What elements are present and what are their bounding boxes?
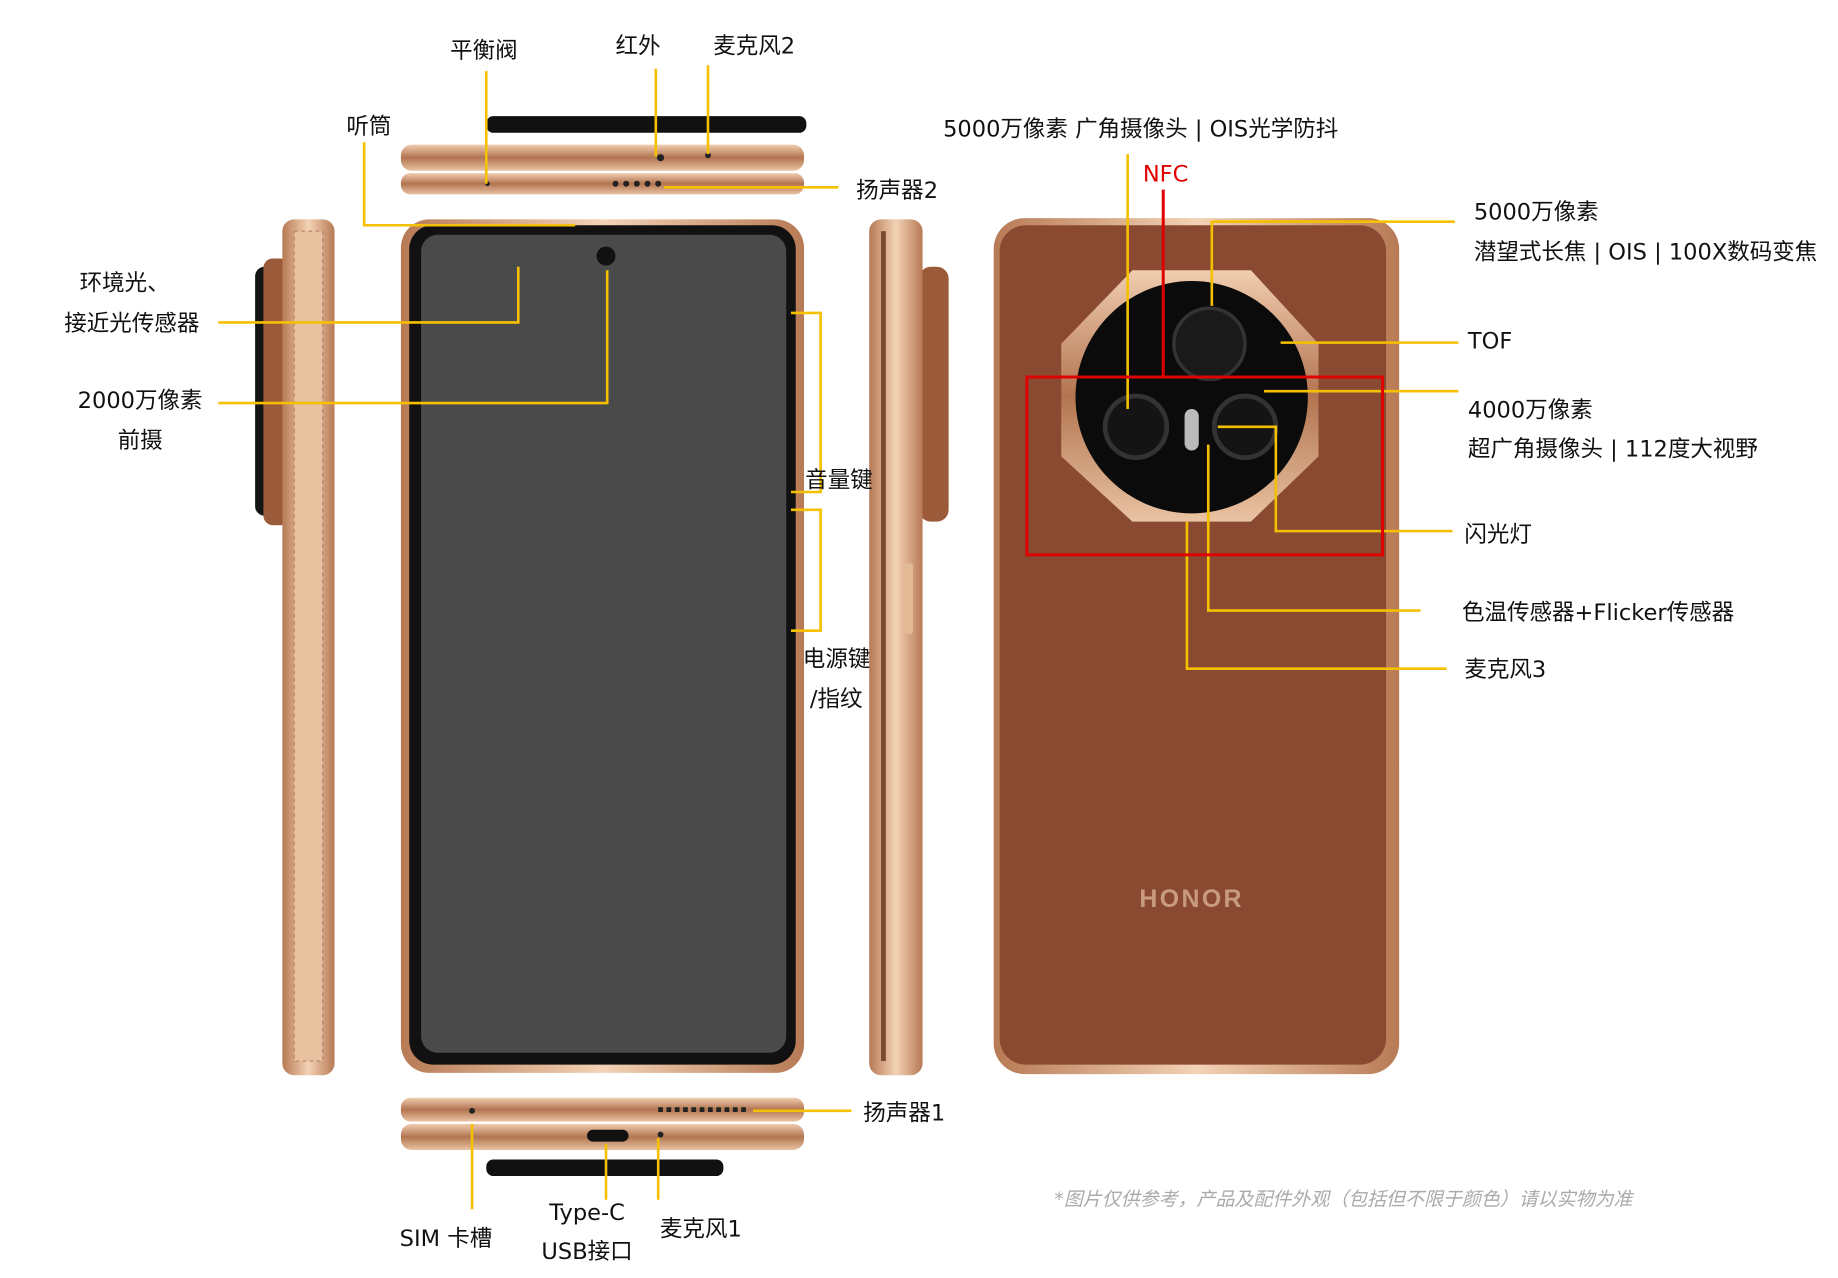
label-ultrawide-1: 4000万像素 [1468, 397, 1593, 423]
main-lens [1102, 393, 1170, 460]
disclaimer: *图片仅供参考，产品及配件外观（包括但不限于颜色）请以实物为准 [1054, 1189, 1634, 1211]
label-tele-1: 5000万像素 [1474, 199, 1599, 225]
label-ambient-1: 环境光、 [80, 270, 170, 296]
label-infrared: 红外 [616, 33, 661, 59]
leader-lines [218, 65, 1459, 1210]
phone-left-side [255, 219, 335, 1076]
phone-top-view [400, 116, 807, 195]
phone-bottom-view [400, 1097, 805, 1177]
label-nfc: NFC [1143, 161, 1189, 187]
label-mic2: 麦克风2 [713, 33, 795, 59]
nfc-area-highlight [1025, 375, 1385, 557]
label-power-2: /指纹 [810, 687, 863, 713]
phone-right-side [869, 219, 949, 1076]
label-earpiece: 听筒 [346, 114, 391, 140]
label-power-1: 电源键 [803, 646, 871, 672]
screen [421, 234, 787, 1053]
brand-logo: HONOR [1139, 885, 1243, 913]
phone-back: HONOR [993, 218, 1400, 1075]
label-mic1: 麦克风1 [660, 1217, 742, 1243]
label-volume-key: 音量键 [805, 467, 873, 493]
label-typec-2: USB接口 [541, 1239, 632, 1265]
phone-front [400, 219, 805, 1073]
label-speaker2: 扬声器2 [856, 178, 938, 204]
label-ambient-2: 接近光传感器 [64, 311, 199, 337]
label-sim: SIM 卡槽 [400, 1226, 493, 1252]
label-flash: 闪光灯 [1464, 522, 1532, 548]
label-tof: TOF [1467, 329, 1512, 355]
front-camera [596, 246, 616, 266]
label-balance-valve: 平衡阀 [450, 38, 518, 64]
flash [1184, 409, 1199, 451]
label-front-cam-1: 2000万像素 [78, 388, 203, 414]
label-front-cam-2: 前摄 [118, 428, 163, 454]
label-speaker1: 扬声器1 [863, 1100, 945, 1126]
telephoto-lens [1172, 306, 1247, 382]
label-color-temp: 色温传感器+Flicker传感器 [1462, 600, 1734, 626]
label-typec-1: Type-C [548, 1200, 625, 1226]
label-ultrawide-2: 超广角摄像头 | 112度大视野 [1468, 436, 1758, 462]
label-main-camera: 5000万像素 广角摄像头 | OIS光学防抖 [943, 116, 1338, 142]
label-tele-2: 潜望式长焦 | OIS | 100X数码变焦 [1474, 240, 1818, 266]
label-mic3: 麦克风3 [1464, 657, 1546, 683]
